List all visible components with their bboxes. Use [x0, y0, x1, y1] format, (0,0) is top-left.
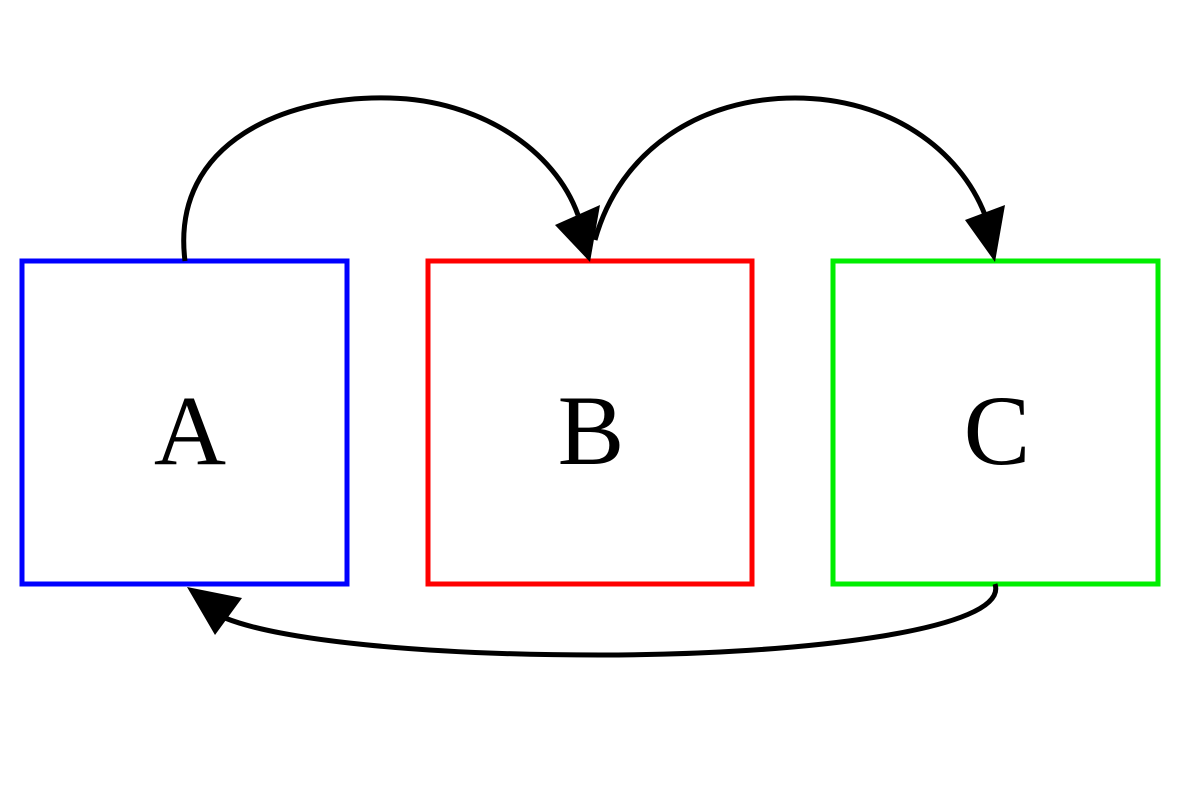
node-c-label: C [964, 375, 1031, 486]
arrowhead-a [187, 587, 242, 635]
edge-a-to-b [181, 95, 581, 262]
edge-b-to-c [592, 95, 988, 241]
node-a-label: A [154, 375, 226, 486]
node-b-label: B [558, 375, 625, 486]
arrowhead-b [555, 205, 600, 262]
arrowhead-c [965, 205, 1005, 262]
edge-c-to-a [224, 583, 999, 658]
